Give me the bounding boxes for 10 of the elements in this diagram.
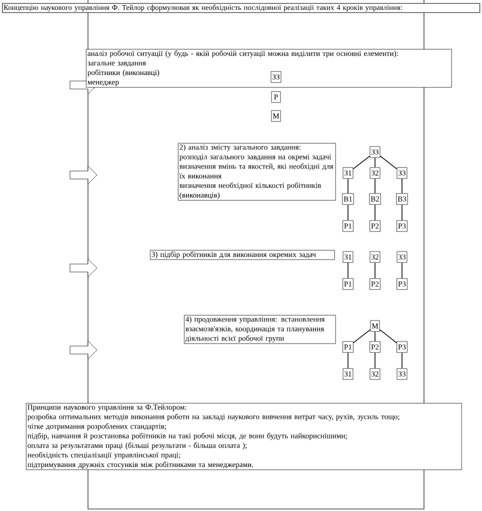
connector-line xyxy=(380,156,398,170)
connector-line xyxy=(353,329,371,344)
connector-line xyxy=(374,204,376,221)
connector-line xyxy=(374,157,376,168)
connector-line xyxy=(374,352,376,369)
connector-line xyxy=(379,329,397,344)
connector-line xyxy=(352,156,370,170)
connector-line xyxy=(374,331,376,342)
connector-line xyxy=(374,262,376,279)
connector-line xyxy=(374,178,376,194)
